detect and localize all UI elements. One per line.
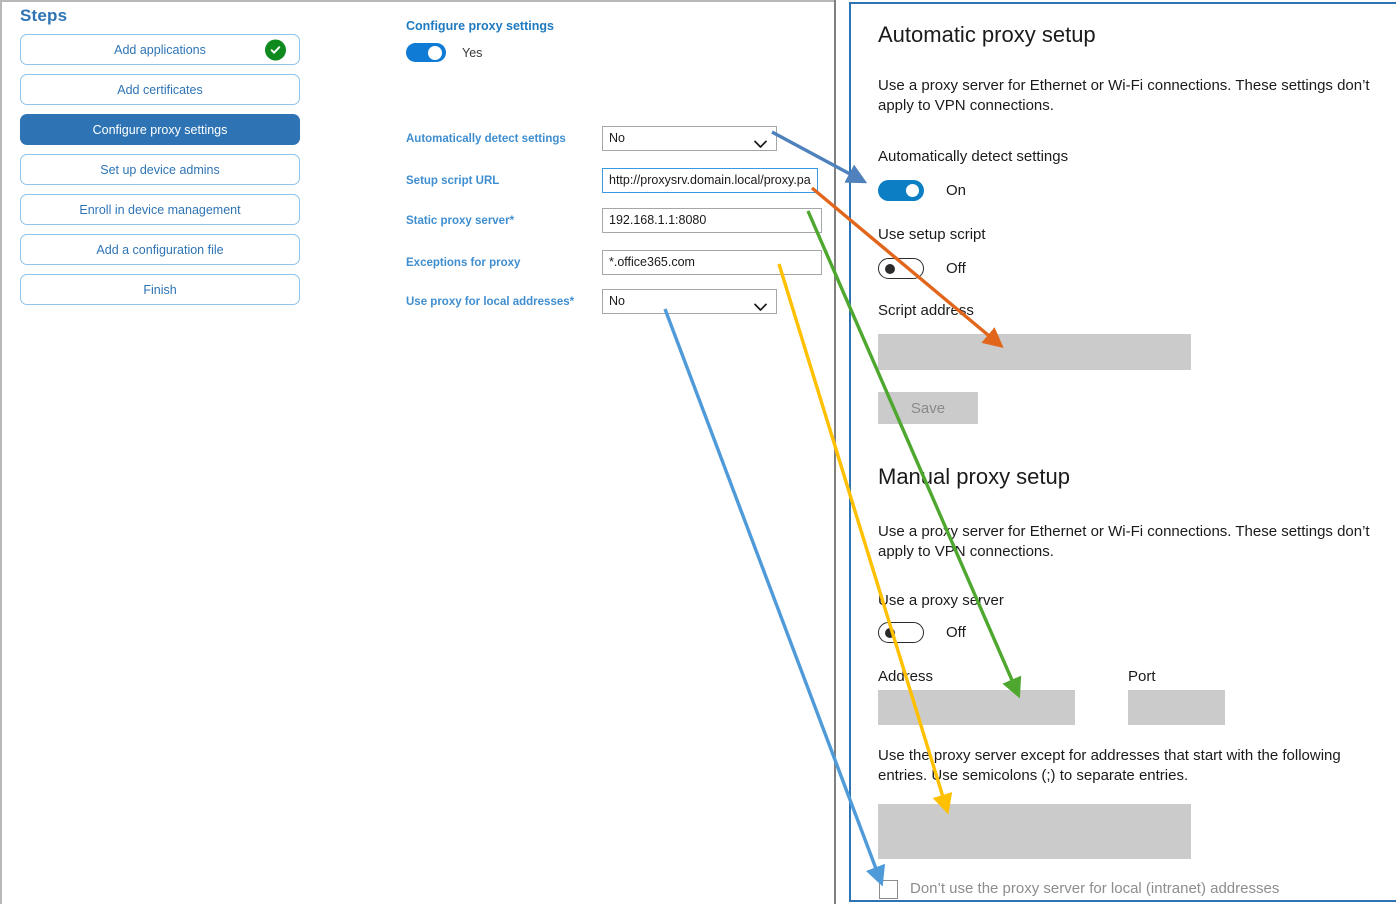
input-setup-script-url[interactable]: http://proxysrv.domain.local/proxy.pa xyxy=(602,168,818,193)
panel-divider xyxy=(834,0,836,904)
save-button[interactable]: Save xyxy=(878,392,978,424)
automatic-proxy-setup-heading: Automatic proxy setup xyxy=(878,22,1096,47)
windows-proxy-settings-panel: Automatic proxy setup Use a proxy server… xyxy=(849,2,1396,902)
exceptions-description: Use the proxy server except for addresse… xyxy=(878,747,1341,784)
form-heading: Configure proxy settings xyxy=(406,19,554,33)
select-value: No xyxy=(609,131,625,145)
input-static-proxy-server[interactable]: 192.168.1.1:8080 xyxy=(602,208,822,233)
required-marker: * xyxy=(569,296,575,308)
toggle-state-label: Off xyxy=(946,260,966,277)
field-label: Exceptions for proxy xyxy=(406,257,521,269)
select-automatically-detect-settings[interactable]: No xyxy=(602,126,777,151)
step-label: Add a configuration file xyxy=(96,242,224,257)
field-control: http://proxysrv.domain.local/proxy.pa xyxy=(602,168,818,193)
step-item-add-a-configuration-file[interactable]: Add a configuration file xyxy=(20,234,300,265)
step-item-finish[interactable]: Finish xyxy=(20,274,300,305)
field-control: 192.168.1.1:8080 xyxy=(602,208,822,233)
port-label: Port xyxy=(1128,668,1156,685)
address-label: Address xyxy=(878,668,934,685)
script-address-input[interactable] xyxy=(878,334,1191,370)
step-item-configure-proxy-settings[interactable]: Configure proxy settings xyxy=(20,114,300,145)
automatic-proxy-description: Use a proxy server for Ethernet or Wi-Fi… xyxy=(878,77,1370,114)
use-setup-script-label: Use setup script xyxy=(878,226,986,243)
port-input[interactable] xyxy=(1128,690,1225,725)
field-label: Setup script URL xyxy=(406,175,500,187)
toggle-switch-on[interactable] xyxy=(878,180,924,201)
toggle-value-label: Yes xyxy=(462,45,483,60)
field-row-use-proxy-for-local-addresses: Use proxy for local addresses* No xyxy=(406,289,826,315)
required-marker: * xyxy=(509,215,515,227)
select-value: No xyxy=(609,294,625,308)
script-address-label: Script address xyxy=(878,302,974,319)
chevron-down-icon[interactable] xyxy=(754,297,767,320)
field-row-static-proxy-server: Static proxy server* 192.168.1.1:8080 xyxy=(406,208,826,234)
step-item-enroll-in-device-management[interactable]: Enroll in device management xyxy=(20,194,300,225)
input-exceptions-for-proxy[interactable]: *.office365.com xyxy=(602,250,822,275)
exceptions-input[interactable] xyxy=(878,804,1191,859)
step-label: Finish xyxy=(143,282,177,297)
toggle-state-label: Off xyxy=(946,624,966,641)
manual-proxy-setup-heading: Manual proxy setup xyxy=(878,464,1070,489)
step-label: Set up device admins xyxy=(100,162,220,177)
steps-panel: Steps Add applications Add certificates … xyxy=(14,6,314,314)
toggle-state-label: On xyxy=(946,182,967,199)
step-label: Configure proxy settings xyxy=(92,122,228,137)
field-label: Static proxy server* xyxy=(406,215,515,227)
configure-proxy-toggle[interactable]: Yes xyxy=(406,43,482,62)
bypass-local-label: Don’t use the proxy server for local (in… xyxy=(910,880,1280,897)
field-row-exceptions-for-proxy: Exceptions for proxy *.office365.com xyxy=(406,250,826,276)
step-label: Add certificates xyxy=(117,82,203,97)
top-divider xyxy=(0,0,836,2)
field-control: No xyxy=(602,289,777,314)
toggle-switch-on[interactable] xyxy=(406,43,446,62)
step-label: Enroll in device management xyxy=(79,202,241,217)
automatically-detect-settings-toggle[interactable]: On xyxy=(878,180,966,201)
field-control: *.office365.com xyxy=(602,250,822,275)
use-a-proxy-server-label: Use a proxy server xyxy=(878,592,1004,609)
select-use-proxy-for-local-addresses[interactable]: No xyxy=(602,289,777,314)
field-row-automatically-detect-settings: Automatically detect settings No xyxy=(406,126,826,152)
step-item-add-applications[interactable]: Add applications xyxy=(20,34,300,65)
field-control: No xyxy=(602,126,777,151)
bypass-local-checkbox[interactable] xyxy=(879,880,898,899)
field-label: Automatically detect settings xyxy=(406,133,566,145)
field-label: Use proxy for local addresses* xyxy=(406,296,575,308)
use-setup-script-toggle[interactable]: Off xyxy=(878,258,966,279)
address-input[interactable] xyxy=(878,690,1075,725)
check-circle-icon xyxy=(265,39,286,60)
proxy-form-panel: Configure proxy settings Yes Automatical… xyxy=(406,0,826,904)
left-divider xyxy=(0,0,2,904)
chevron-down-icon[interactable] xyxy=(754,134,767,157)
step-item-set-up-device-admins[interactable]: Set up device admins xyxy=(20,154,300,185)
use-a-proxy-server-toggle[interactable]: Off xyxy=(878,622,966,643)
steps-title: Steps xyxy=(20,6,68,25)
automatically-detect-settings-label: Automatically detect settings xyxy=(878,148,1069,165)
manual-proxy-description: Use a proxy server for Ethernet or Wi-Fi… xyxy=(878,523,1370,560)
field-row-setup-script-url: Setup script URL http://proxysrv.domain.… xyxy=(406,168,826,194)
step-item-add-certificates[interactable]: Add certificates xyxy=(20,74,300,105)
step-label: Add applications xyxy=(114,42,206,57)
toggle-switch-off[interactable] xyxy=(878,622,924,643)
toggle-switch-off[interactable] xyxy=(878,258,924,279)
